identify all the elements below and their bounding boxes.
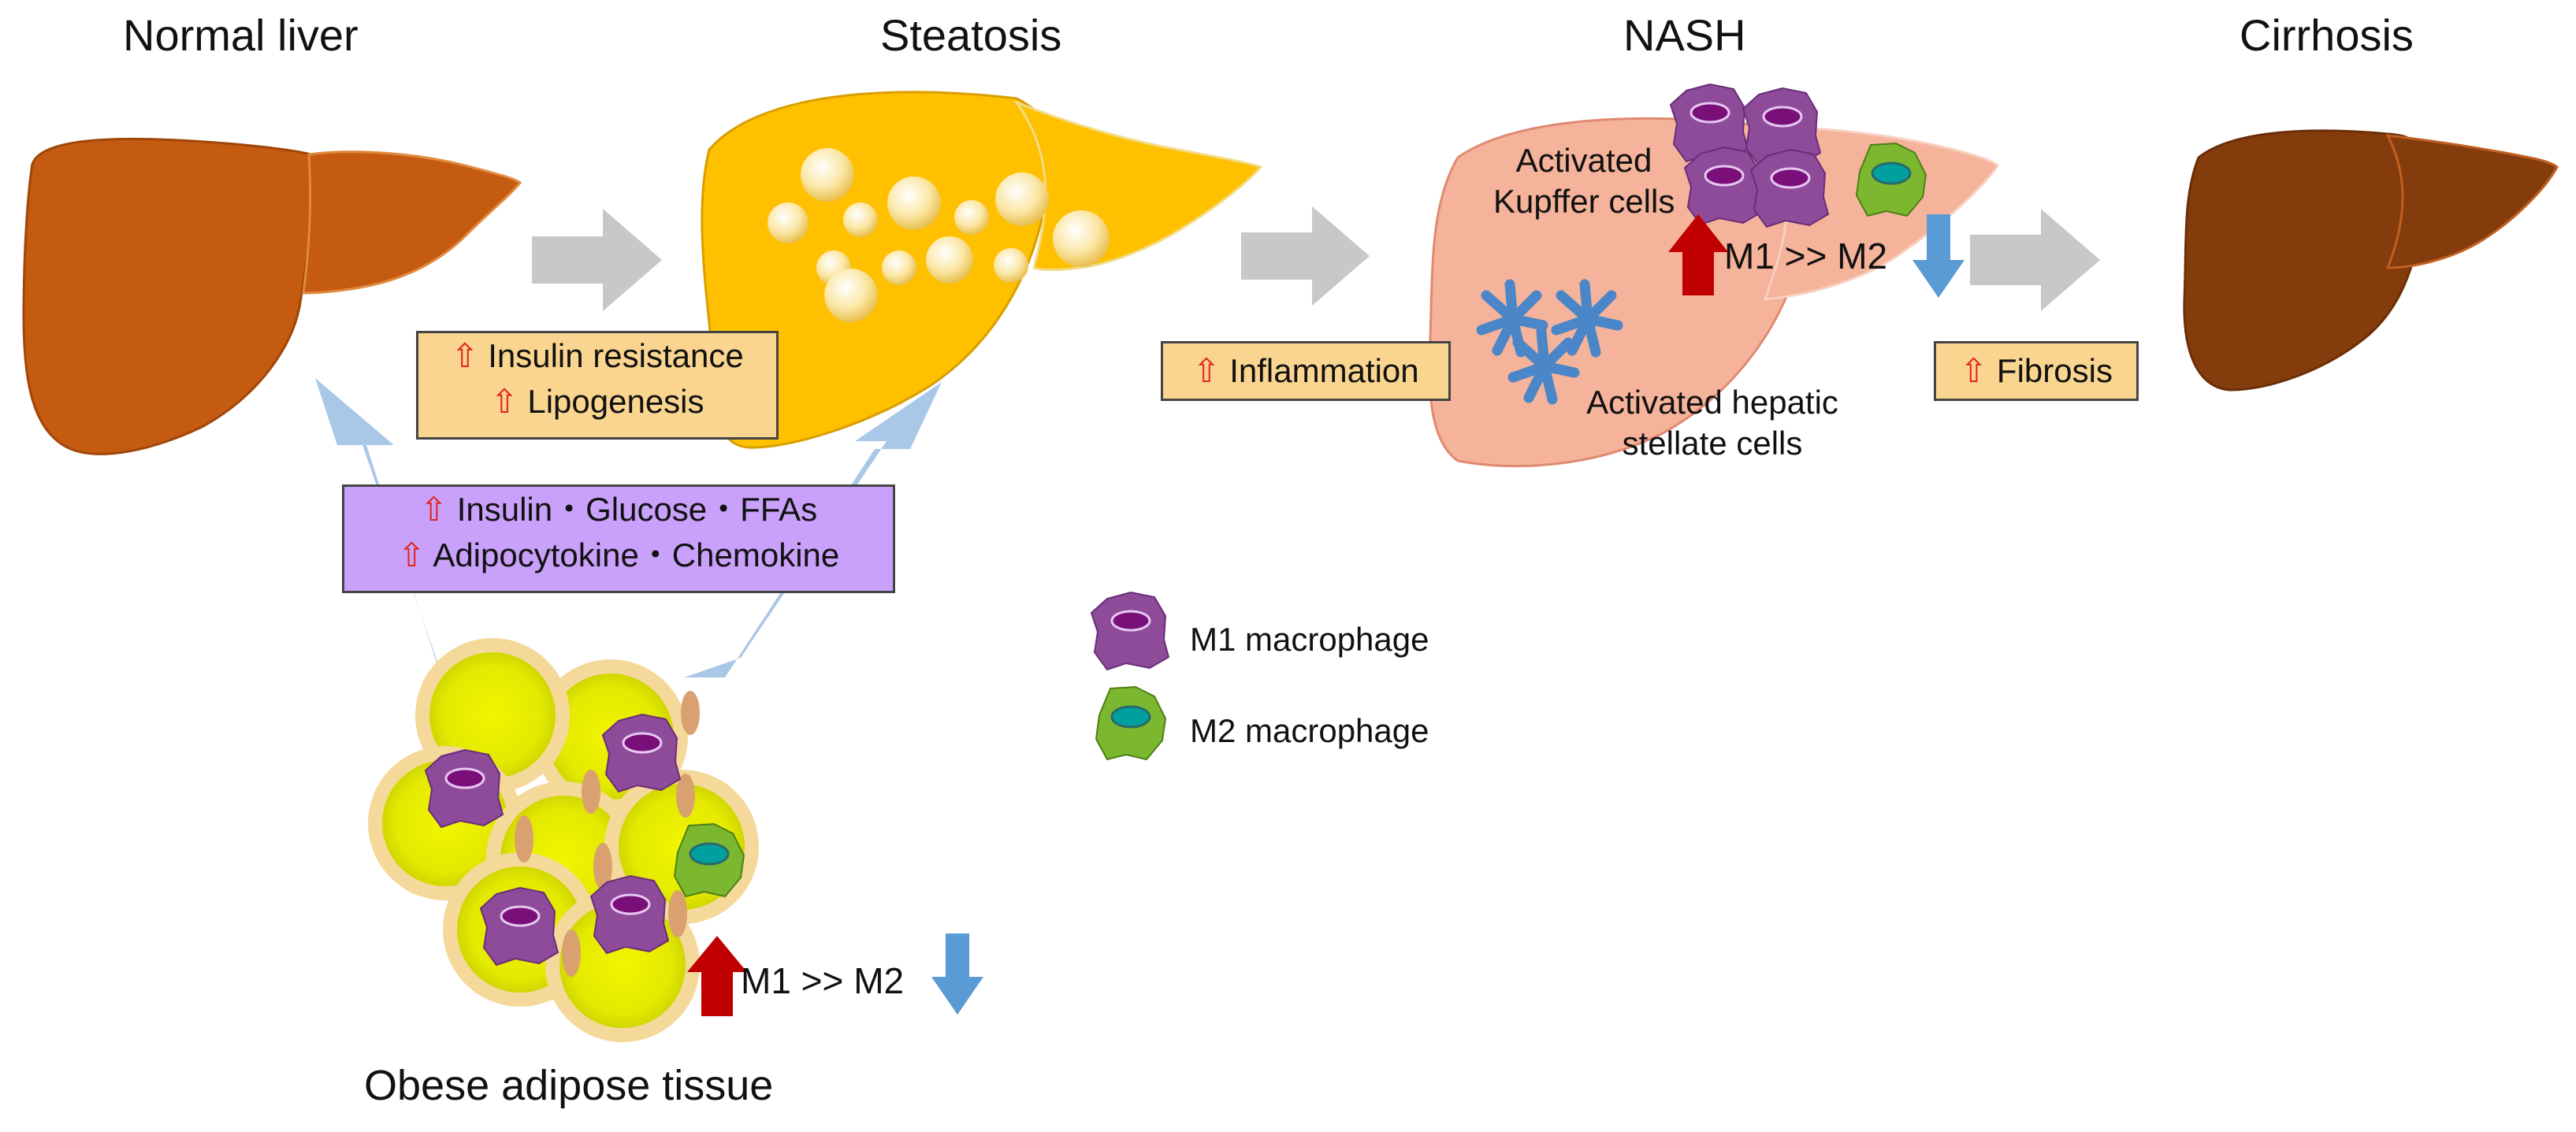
- nash-m1-m2-ratio: M1 >> M2: [1724, 236, 1888, 277]
- lipogenesis-label: Lipogenesis: [527, 383, 704, 420]
- flow-arrow-2: [1241, 206, 1370, 306]
- cirrhosis-liver: [2183, 129, 2559, 392]
- adipose-tissue-label: Obese adipose tissue: [364, 1062, 774, 1109]
- fibrosis-box: ⇧ Fibrosis: [1934, 341, 2139, 401]
- up-icon: ⇧: [490, 383, 519, 420]
- up-icon: ⇧: [419, 491, 448, 528]
- kupffer-line1: Activated: [1515, 142, 1652, 179]
- adipose-up-arrow: [687, 936, 747, 1016]
- adipose-m1-macrophage: [424, 748, 504, 829]
- flow-arrow-1: [532, 209, 662, 311]
- insulin-lipogenesis-box: ⇧ Insulin resistance ⇧ Lipogenesis: [416, 331, 779, 440]
- flow-arrow-3: [1970, 209, 2100, 311]
- adipose-m1-m2-ratio: M1 >> M2: [741, 960, 905, 1001]
- flow-arrows: [532, 206, 2100, 311]
- adipose-down-arrow: [931, 933, 983, 1015]
- signal-arrow-left: [315, 378, 498, 677]
- normal-liver: [22, 137, 522, 455]
- stellate-line1: Activated hepatic: [1586, 384, 1838, 421]
- up-icon: ⇧: [397, 536, 426, 573]
- adipose-m2-macrophage: [673, 822, 745, 898]
- stage-title-steatosis: Steatosis: [880, 10, 1062, 60]
- stage-title-normal-liver: Normal liver: [123, 10, 359, 60]
- legend-m1-icon: [1090, 591, 1170, 671]
- kupffer-line2: Kupffer cells: [1493, 183, 1675, 220]
- nash-up-arrow: [1668, 214, 1728, 295]
- signals-line1: Insulin・Glucose・FFAs: [456, 491, 818, 528]
- stage-title-nash: NASH: [1623, 10, 1746, 60]
- adipose-m1-macrophage: [479, 886, 559, 967]
- legend-m1-label: M1 macrophage: [1190, 621, 1429, 658]
- up-icon: ⇧: [1960, 352, 1988, 389]
- insulin-resistance-label: Insulin resistance: [488, 337, 744, 374]
- kupffer-m1-macrophage: [1683, 146, 1764, 226]
- nash-m2-macrophage: [1855, 142, 1927, 217]
- stellate-line2: stellate cells: [1622, 425, 1803, 462]
- stellate-cells-label: Activated hepatic stellate cells: [1551, 382, 1874, 464]
- inflammation-box: ⇧ Inflammation: [1161, 341, 1451, 401]
- nash-down-arrow: [1912, 214, 1965, 298]
- inflammation-label: Inflammation: [1229, 352, 1419, 389]
- adipose-cluster: [368, 638, 759, 1042]
- legend-m2-label: M2 macrophage: [1190, 712, 1429, 749]
- signals-line2: Adipocytokine・Chemokine: [433, 536, 840, 573]
- adipose-m1-macrophage: [601, 713, 682, 793]
- signal-arrows: [315, 378, 942, 677]
- signal-arrow-right: [684, 382, 942, 677]
- stage-title-cirrhosis: Cirrhosis: [2240, 10, 2414, 60]
- fat-droplets: [768, 148, 1110, 322]
- legend-m2-icon: [1095, 685, 1167, 761]
- steatosis-liver: [701, 91, 1263, 449]
- up-icon: ⇧: [1192, 352, 1221, 389]
- fibrosis-label: Fibrosis: [1996, 352, 2113, 389]
- signals-box: ⇧ Insulin・Glucose・FFAs ⇧ Adipocytokine・C…: [342, 484, 895, 593]
- adipose-m1-macrophage: [589, 874, 670, 955]
- kupffer-cells-label: Activated Kupffer cells: [1493, 140, 1675, 222]
- kupffer-m1-macrophage: [1749, 148, 1830, 228]
- up-icon: ⇧: [451, 337, 479, 374]
